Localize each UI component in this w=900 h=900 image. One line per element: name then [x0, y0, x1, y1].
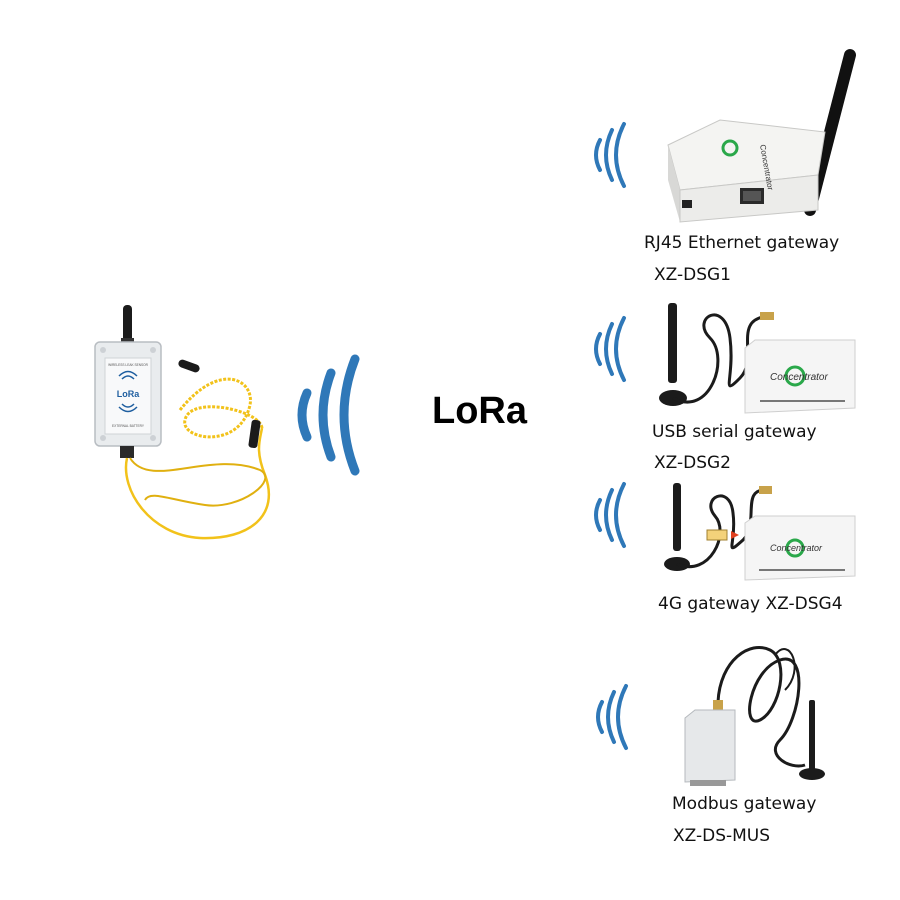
ethernet-gateway-name: RJ45 Ethernet gateway [644, 233, 840, 253]
ethernet-gateway-icon: Concentrator [667, 49, 856, 223]
modbus-gateway-model: XZ-DS-MUS [673, 826, 771, 846]
ethernet-gateway-model: XZ-DSG1 [654, 265, 731, 285]
modbus-gateway-name: Modbus gateway [672, 794, 817, 814]
sensor-logo: LoRa [117, 389, 140, 399]
4g-gateway-name: 4G gateway XZ-DSG4 [658, 594, 843, 614]
gateway3-wave-icon [594, 482, 626, 548]
usb-gateway-device-text: Concentrator [770, 372, 828, 383]
sensor-top-label: WIRELESS LEAK SENSOR [108, 363, 149, 367]
usb-gateway-model: XZ-DSG2 [654, 453, 731, 473]
gateway2-wave-icon [594, 316, 626, 382]
sensor-bottom-label: EXTERNAL BATTERY [112, 424, 145, 428]
gateway4-wave-icon [596, 684, 628, 750]
leak-sensor-device: WIRELESS LEAK SENSOR LoRa EXTERNAL BATTE… [94, 305, 271, 540]
lora-signal-wave-icon [297, 354, 360, 476]
modbus-gateway-icon [684, 645, 825, 786]
gateway1-wave-icon [594, 122, 626, 188]
4g-gateway-device-text: Concentrator [770, 543, 823, 553]
4g-gateway-icon: Concentrator [664, 483, 856, 581]
usb-gateway-icon: Concentrator [659, 303, 856, 414]
usb-gateway-name: USB serial gateway [652, 422, 817, 442]
lora-protocol-label: LoRa [432, 390, 527, 432]
